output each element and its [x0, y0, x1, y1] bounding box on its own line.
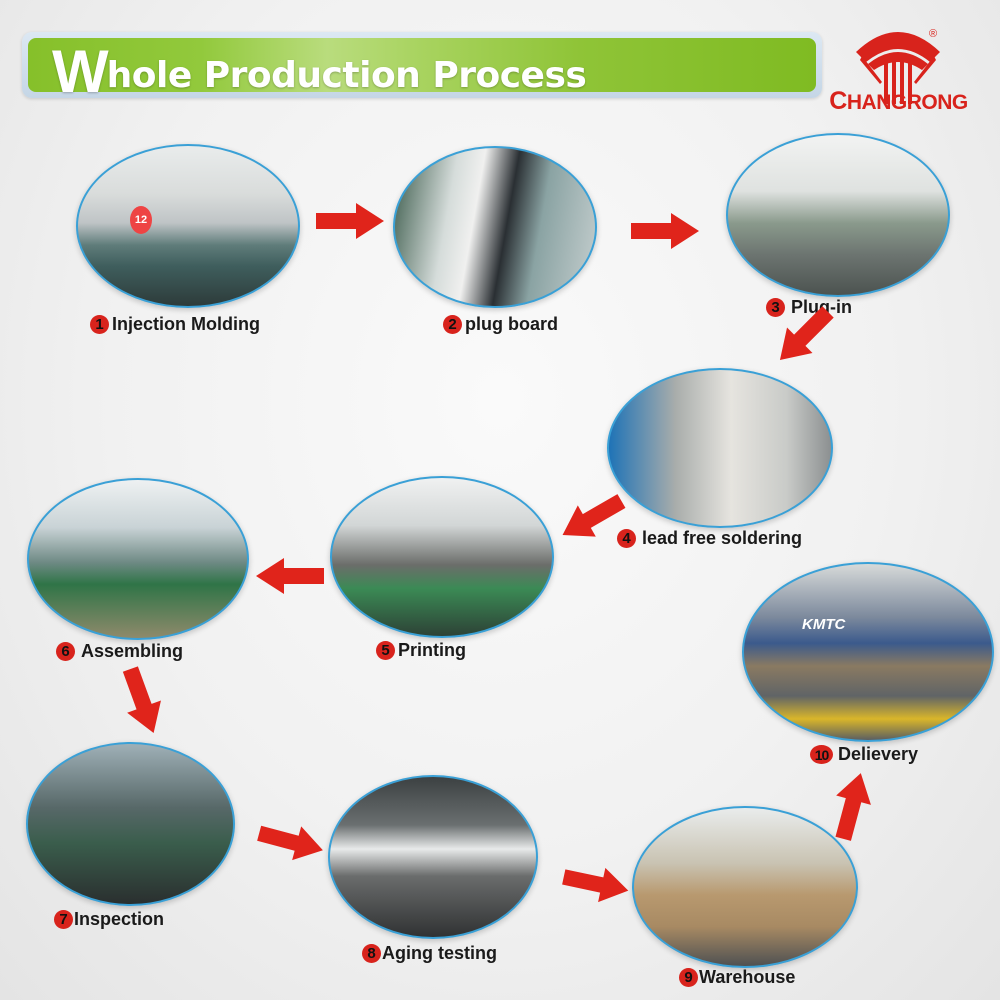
- step-label-text: lead free soldering: [642, 528, 803, 548]
- assembling-photo: [27, 478, 249, 640]
- title-text: hole Production Process: [106, 55, 587, 96]
- inspection-photo: [26, 742, 235, 906]
- arrow-down-left-icon: [562, 494, 626, 537]
- arrow-left-icon: [256, 558, 324, 594]
- arrow-down-icon: [122, 666, 161, 733]
- step-number-badge: 9: [679, 968, 698, 987]
- step-label-text: Delievery: [838, 744, 919, 764]
- step-number-badge: 5: [376, 641, 395, 660]
- step-label-10: 10 Delievery: [810, 744, 918, 765]
- arrow-down-left-icon: [779, 306, 834, 361]
- step-label-6: 6 Assembling: [56, 641, 183, 662]
- aging-testing-photo: [328, 775, 538, 939]
- step-label-4: 4 lead free soldering: [617, 528, 802, 549]
- brand-name-initial: C: [829, 87, 847, 115]
- printing-photo: [330, 476, 554, 638]
- brand-name-rest: HANGRONG: [846, 91, 968, 114]
- plug-board-photo: [393, 146, 597, 308]
- arrow-right-icon: [631, 213, 699, 249]
- step-label-text: Assembling: [81, 641, 184, 661]
- arrow-right-icon: [257, 825, 323, 861]
- step-label-text: plug board: [465, 314, 558, 334]
- delivery-photo: KMTC: [742, 562, 994, 742]
- step-label-9: 9 Warehouse: [679, 967, 795, 988]
- plug-in-photo: [726, 133, 950, 297]
- machine-number-badge: 12: [130, 206, 152, 234]
- arrow-right-icon: [562, 867, 629, 903]
- step-number-badge: 2: [443, 315, 462, 334]
- step-label-text: Aging testing: [382, 943, 497, 963]
- step-number-badge: 4: [617, 529, 636, 548]
- step-number-badge: 6: [56, 642, 75, 661]
- step-number-badge: 7: [54, 910, 73, 929]
- container-brand-text: KMTC: [802, 616, 846, 633]
- changrong-logo-icon: [856, 32, 940, 104]
- lead-free-soldering-photo: [607, 368, 833, 528]
- step-label-text: Inspection: [74, 909, 165, 929]
- page-title: W hole Production Process: [52, 30, 587, 105]
- step-label-2: 2 plug board: [443, 314, 558, 335]
- step-label-text: Printing: [398, 640, 466, 660]
- registered-mark: ®: [929, 28, 938, 40]
- step-label-5: 5 Printing: [376, 640, 466, 661]
- step-number-badge: 3: [766, 298, 785, 317]
- step-number-badge: 1: [90, 315, 109, 334]
- step-label-1: 1 Injection Molding: [90, 314, 260, 335]
- arrow-up-icon: [835, 773, 871, 841]
- step-label-8: 8 Aging testing: [362, 943, 497, 964]
- warehouse-photo: [632, 806, 858, 968]
- arrow-right-icon: [316, 203, 384, 239]
- title-first-letter: W: [52, 38, 109, 105]
- injection-molding-photo: 12: [76, 144, 300, 308]
- title-banner-fill: [28, 38, 816, 92]
- step-label-3: 3 Plug-in: [766, 297, 852, 318]
- title-banner: [22, 32, 822, 98]
- step-label-text: Injection Molding: [112, 314, 260, 334]
- step-label-text: Plug-in: [791, 297, 852, 317]
- step-number-badge: 10: [810, 745, 833, 764]
- step-number-badge: 8: [362, 944, 381, 963]
- step-label-7: 7 Inspection: [54, 909, 164, 930]
- brand-name: CHANGRONG: [826, 87, 971, 116]
- step-label-text: Warehouse: [699, 967, 796, 987]
